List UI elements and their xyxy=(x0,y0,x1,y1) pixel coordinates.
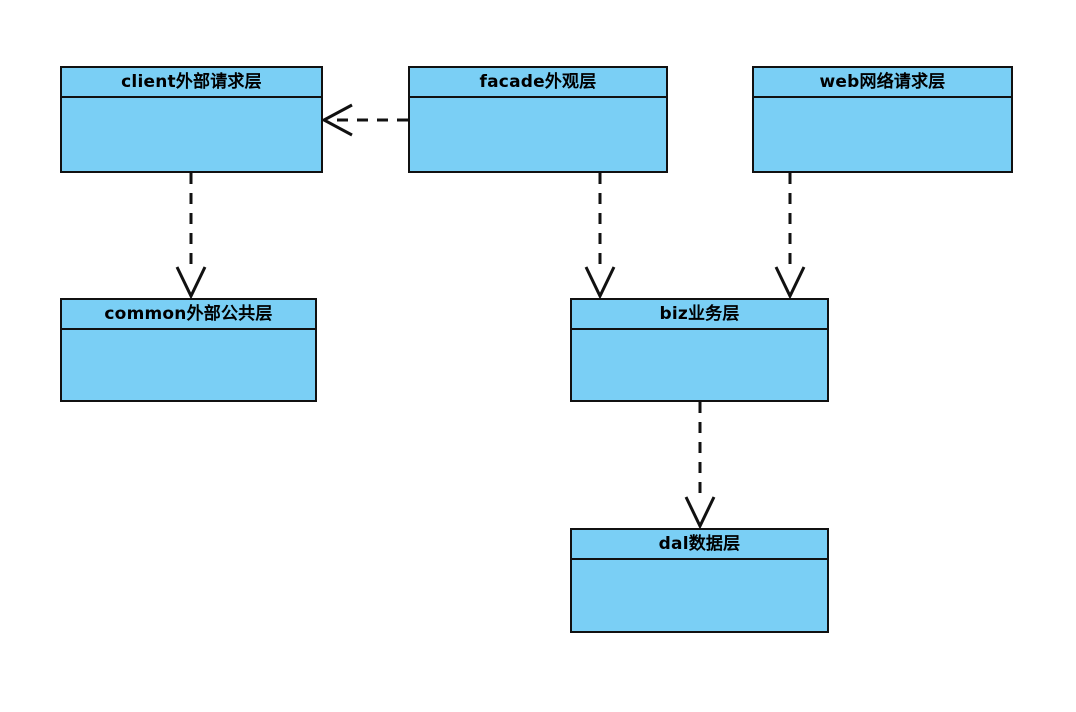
node-web-body xyxy=(754,98,1011,171)
edge-client-to-common xyxy=(175,173,207,300)
arrowhead-open-v xyxy=(584,266,616,300)
node-common-label: common外部公共层 xyxy=(104,303,273,324)
node-dal-header: dal数据层 xyxy=(572,530,827,560)
node-common-header: common外部公共层 xyxy=(62,300,315,330)
node-common-body xyxy=(62,330,315,400)
node-facade-label: facade外观层 xyxy=(479,71,597,92)
node-client-label: client外部请求层 xyxy=(121,71,262,92)
arrowhead-open-v xyxy=(175,266,207,300)
edge-facade-to-client xyxy=(320,103,408,137)
node-common[interactable]: common外部公共层 xyxy=(60,298,317,402)
node-client-body xyxy=(62,98,321,171)
node-biz-header: biz业务层 xyxy=(572,300,827,330)
node-client[interactable]: client外部请求层 xyxy=(60,66,323,173)
arrowhead-open-v xyxy=(320,103,353,137)
node-facade[interactable]: facade外观层 xyxy=(408,66,668,173)
arrowhead-open-v xyxy=(684,496,716,530)
arrowhead-open-v xyxy=(774,266,806,300)
node-web-label: web网络请求层 xyxy=(819,71,946,92)
edge-facade-to-biz xyxy=(584,173,616,300)
node-facade-header: facade外观层 xyxy=(410,68,666,98)
node-web-header: web网络请求层 xyxy=(754,68,1011,98)
edge-biz-to-dal xyxy=(684,402,716,530)
node-facade-body xyxy=(410,98,666,171)
node-client-header: client外部请求层 xyxy=(62,68,321,98)
node-dal-body xyxy=(572,560,827,631)
node-biz-label: biz业务层 xyxy=(659,303,740,324)
node-dal[interactable]: dal数据层 xyxy=(570,528,829,633)
node-dal-label: dal数据层 xyxy=(658,533,741,554)
node-biz-body xyxy=(572,330,827,400)
node-web[interactable]: web网络请求层 xyxy=(752,66,1013,173)
edge-web-to-biz xyxy=(774,173,806,300)
node-biz[interactable]: biz业务层 xyxy=(570,298,829,402)
